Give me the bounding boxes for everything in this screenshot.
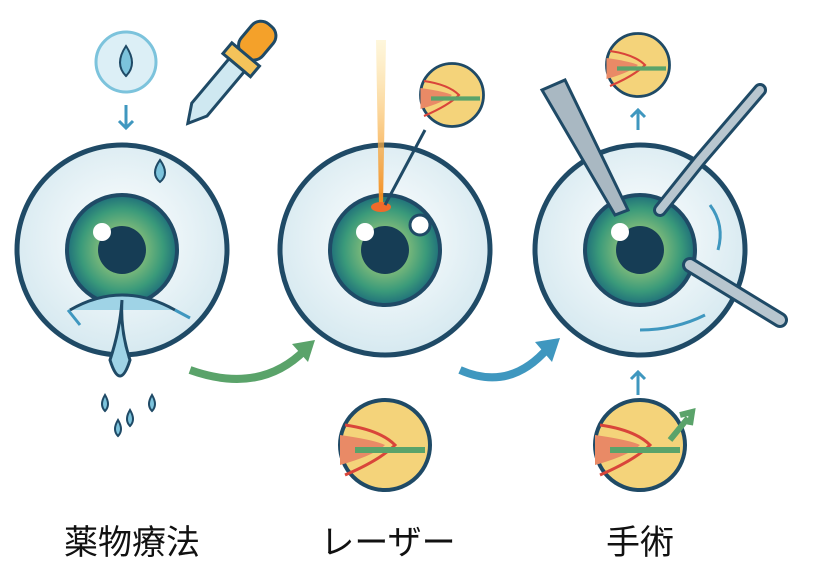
arrow-to-laser-icon	[188, 347, 308, 383]
eye-medication	[17, 19, 278, 438]
label-surgery: 手術	[606, 523, 674, 563]
eye-surgery	[535, 34, 788, 491]
dropper-icon	[185, 19, 278, 126]
eye-laser	[280, 40, 490, 490]
laser-beam-icon	[376, 40, 386, 205]
label-laser: レーザー	[320, 523, 456, 563]
label-medication: 薬物療法	[64, 523, 200, 563]
forceps-icon	[539, 78, 631, 217]
arrow-to-surgery-icon	[458, 345, 552, 382]
